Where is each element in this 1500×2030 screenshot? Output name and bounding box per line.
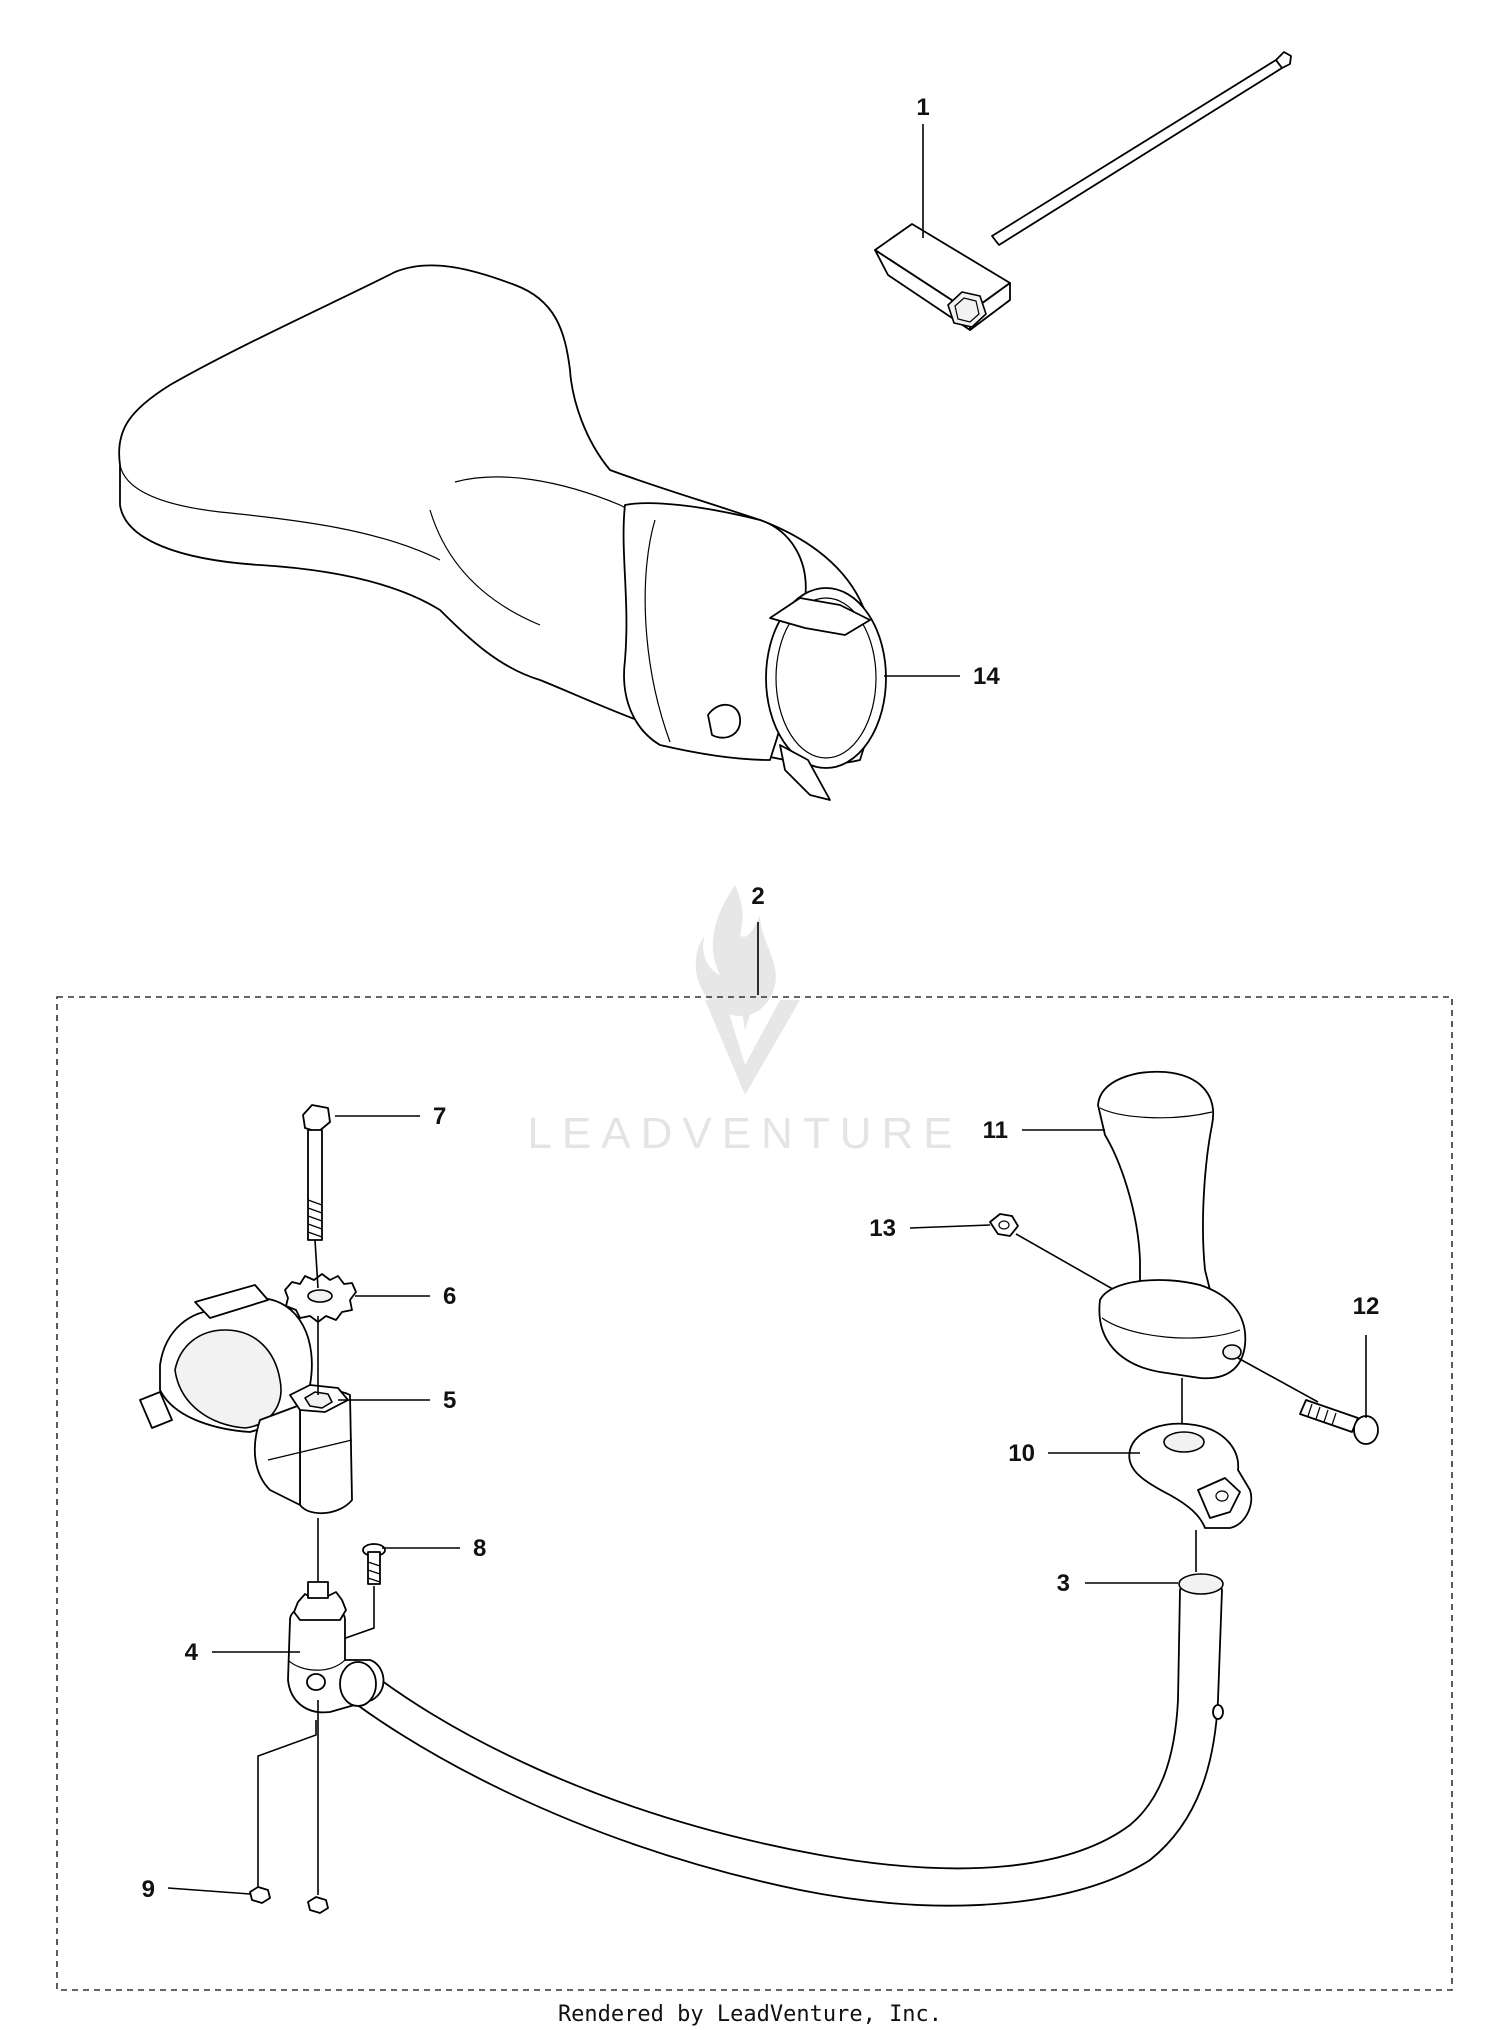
assembly-line-11-12: [1237, 1357, 1319, 1403]
callout-7: 7: [433, 1103, 446, 1130]
assembly-line-9-split: [257, 1720, 317, 1887]
callout-9: 9: [142, 1876, 155, 1903]
part-5-clamp: [139, 1284, 353, 1515]
callout-8: 8: [473, 1535, 486, 1562]
callout-11: 11: [983, 1117, 1008, 1144]
part-8-screw: [339, 1543, 386, 1641]
part-6-serrated-washer: [284, 1273, 357, 1323]
callout-6: 6: [443, 1283, 456, 1310]
part-10-adapter: [1128, 1422, 1253, 1529]
part-7-bolt: [302, 1104, 331, 1241]
callout-12: 12: [1353, 1293, 1380, 1320]
part-9-nuts: [249, 1700, 329, 1914]
part-14-nozzle: [118, 264, 887, 801]
callout-3: 3: [1057, 1570, 1070, 1597]
watermark-text: LEADVENTURE: [527, 1109, 962, 1158]
callout-1: 1: [916, 94, 929, 121]
part-4-clamp-base: [287, 1581, 385, 1714]
callout-2: 2: [751, 883, 764, 910]
part-13-nut: [989, 1213, 1019, 1237]
assembly-line-7-6: [314, 1239, 319, 1289]
callout-10: 10: [1008, 1440, 1035, 1467]
callout-4: 4: [185, 1639, 199, 1666]
callout-5: 5: [443, 1387, 456, 1414]
part-1-t-wrench: [874, 51, 1292, 331]
kit-boundary-box: [56, 996, 1453, 1991]
part-11-grip: [1097, 1070, 1247, 1380]
leadventure-watermark-logo: [695, 885, 800, 1095]
callout-leaders: [167, 124, 1367, 1895]
footer-credit: Rendered by LeadVenture, Inc.: [558, 2002, 942, 2027]
part-12-screw: [1299, 1399, 1379, 1445]
part-3-loop-handle: [334, 1573, 1224, 1907]
callout-14: 14: [973, 663, 1000, 690]
callout-13: 13: [869, 1215, 896, 1242]
